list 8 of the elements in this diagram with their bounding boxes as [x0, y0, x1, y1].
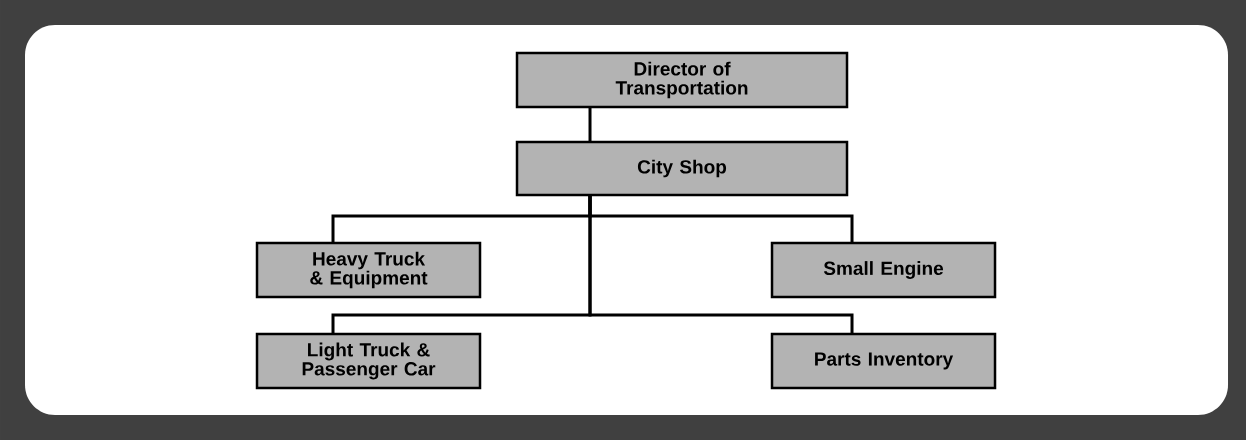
org-box: Parts Inventory: [770, 332, 997, 390]
connector-line: [588, 107, 592, 142]
org-box: Small Engine: [770, 241, 997, 299]
org-box: City Shop: [515, 140, 849, 197]
org-box: Light Truck & Passenger Car: [255, 332, 482, 390]
org-box: Heavy Truck & Equipment: [255, 241, 482, 299]
org-box: Director of Transportation: [515, 51, 849, 109]
connector-line: [588, 195, 854, 334]
